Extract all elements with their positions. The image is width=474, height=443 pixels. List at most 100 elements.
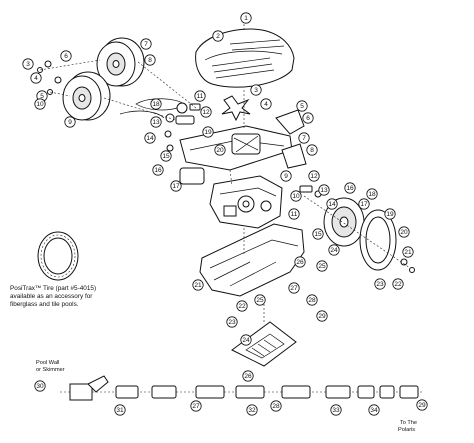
callout-22: 22 (236, 300, 248, 312)
callout-20: 20 (214, 144, 226, 156)
callout-25: 25 (316, 260, 328, 272)
callout-number: 18 (152, 101, 160, 108)
callout-number: 11 (291, 211, 298, 218)
callout-number: 18 (368, 191, 376, 198)
callout-circle (34, 98, 46, 110)
callout-circle (296, 100, 308, 112)
callout-circle (270, 400, 282, 412)
callout-circle (236, 300, 248, 312)
callout-number: 11 (197, 93, 204, 100)
callout-circle (246, 404, 258, 416)
callout-25: 25 (254, 294, 266, 306)
callout-circle (34, 380, 46, 392)
callout-number: 34 (370, 407, 378, 414)
callout-6: 6 (60, 50, 72, 62)
callout-circle (330, 404, 342, 416)
callout-23: 23 (374, 278, 386, 290)
callout-circle (200, 106, 212, 118)
right-hardware (299, 185, 415, 273)
callout-circle (190, 400, 202, 412)
callout-23: 23 (226, 316, 238, 328)
callout-number: 17 (172, 183, 180, 190)
callout-circle (306, 144, 318, 156)
callout-29: 29 (316, 310, 328, 322)
rear-left-wheel (96, 37, 145, 87)
callout-number: 23 (376, 281, 384, 288)
callout-number: 16 (346, 185, 354, 192)
callout-circle (384, 208, 396, 220)
tire-note-line2: available as an accessory for (10, 293, 93, 300)
callout-number: 31 (116, 407, 124, 414)
callout-number: 24 (330, 247, 338, 254)
callout-circle (240, 12, 252, 24)
callout-3: 3 (250, 84, 262, 96)
callout-circle (368, 404, 380, 416)
callout-circle (316, 310, 328, 322)
callout-circle (344, 182, 356, 194)
callout-circle (374, 278, 386, 290)
callout-number: 21 (404, 249, 412, 256)
callout-circle (150, 98, 162, 110)
callout-number: 3 (254, 87, 258, 94)
callout-circle (254, 294, 266, 306)
callout-circle (60, 50, 72, 62)
right-drive-gear (323, 197, 365, 247)
callout-number: 8 (148, 57, 152, 64)
callout-circle (366, 188, 378, 200)
callout-27: 27 (288, 282, 300, 294)
callout-number: 2 (216, 33, 220, 40)
callout-17: 17 (358, 198, 370, 210)
pool-wall-label-line1: Pool Wall (36, 360, 59, 366)
callout-12: 12 (200, 106, 212, 118)
callout-number: 26 (296, 259, 304, 266)
callout-27: 27 (190, 400, 202, 412)
callout-number: 20 (216, 147, 224, 154)
callout-15: 15 (160, 150, 172, 162)
callout-number: 21 (194, 282, 202, 289)
tire-note-line1: PosiTrax™ Tire (part #5-4015) (10, 285, 96, 292)
callout-circle (212, 30, 224, 42)
callout-circle (226, 316, 238, 328)
drive-star (221, 95, 251, 122)
callout-number: 10 (292, 193, 300, 200)
callout-number: 24 (242, 337, 250, 344)
callout-circle (22, 58, 34, 70)
callout-number: 16 (154, 167, 162, 174)
callout-10: 10 (34, 98, 46, 110)
callout-circle (114, 404, 126, 416)
callout-32: 32 (246, 404, 258, 416)
callout-circle (358, 198, 370, 210)
top-cover (195, 20, 295, 88)
callout-9: 9 (64, 116, 76, 128)
callout-circle (152, 164, 164, 176)
callout-15: 15 (312, 228, 324, 240)
callout-number: 4 (34, 75, 38, 82)
callout-number: 19 (204, 129, 212, 136)
engine-gearbox (209, 175, 283, 229)
callout-30: 30 (34, 380, 46, 392)
callout-8: 8 (144, 54, 156, 66)
callout-circle (398, 226, 410, 238)
sweep-mount (275, 109, 307, 169)
callout-number: 6 (306, 115, 310, 122)
callout-circle (144, 132, 156, 144)
callout-22: 22 (392, 278, 404, 290)
callout-circle (288, 282, 300, 294)
callout-circle (144, 54, 156, 66)
callout-circle (318, 184, 330, 196)
callout-33: 33 (330, 404, 342, 416)
callout-number: 22 (238, 303, 246, 310)
callout-12: 12 (308, 170, 320, 182)
right-tire (359, 209, 397, 271)
callout-number: 27 (192, 403, 200, 410)
callout-number: 15 (162, 153, 170, 160)
callout-34: 34 (368, 404, 380, 416)
callout-number: 14 (146, 135, 154, 142)
pool-wall-label-line2: or Skimmer (36, 367, 65, 373)
callout-6: 6 (302, 112, 314, 124)
callout-19: 19 (384, 208, 396, 220)
callout-number: 1 (244, 15, 248, 22)
callout-number: 7 (144, 41, 148, 48)
callout-circle (306, 294, 318, 306)
